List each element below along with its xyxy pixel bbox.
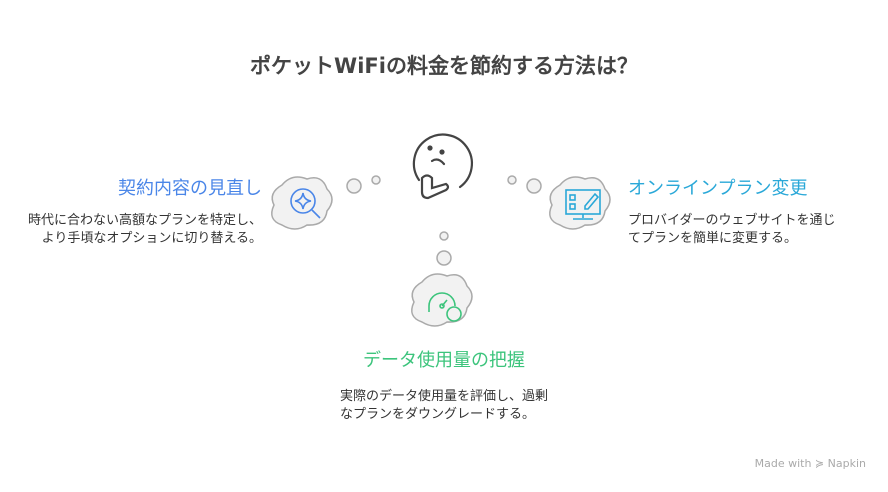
heading-data-usage: データ使用量の把握 [363, 350, 525, 371]
heading-online-plan-change: オンラインプラン変更 [628, 178, 808, 199]
thinking-face-icon [412, 133, 473, 200]
cloud-right [549, 176, 611, 230]
cloud-bottom [411, 273, 473, 327]
desc-online-plan-change: プロバイダーのウェブサイトを通じてプランを簡単に変更する。 [628, 213, 836, 246]
heading-contract-review: 契約内容の見直し [118, 178, 262, 199]
monitor-edit-icon [565, 189, 601, 220]
page-title: ポケットWiFiの料金を節約する方法は？ [250, 54, 638, 78]
desc-contract-review: 時代に合わない高額なプランを特定し、より手頃なオプションに切り替える。 [27, 213, 262, 246]
search-sparkle-icon [290, 188, 321, 219]
cloud-left [271, 176, 333, 230]
desc-data-usage: 実際のデータ使用量を評価し、過剰なプランをダウングレードする。 [340, 389, 549, 422]
napkin-watermark: Made with ≽ Napkin [754, 457, 866, 470]
gauge-icon [428, 292, 462, 322]
